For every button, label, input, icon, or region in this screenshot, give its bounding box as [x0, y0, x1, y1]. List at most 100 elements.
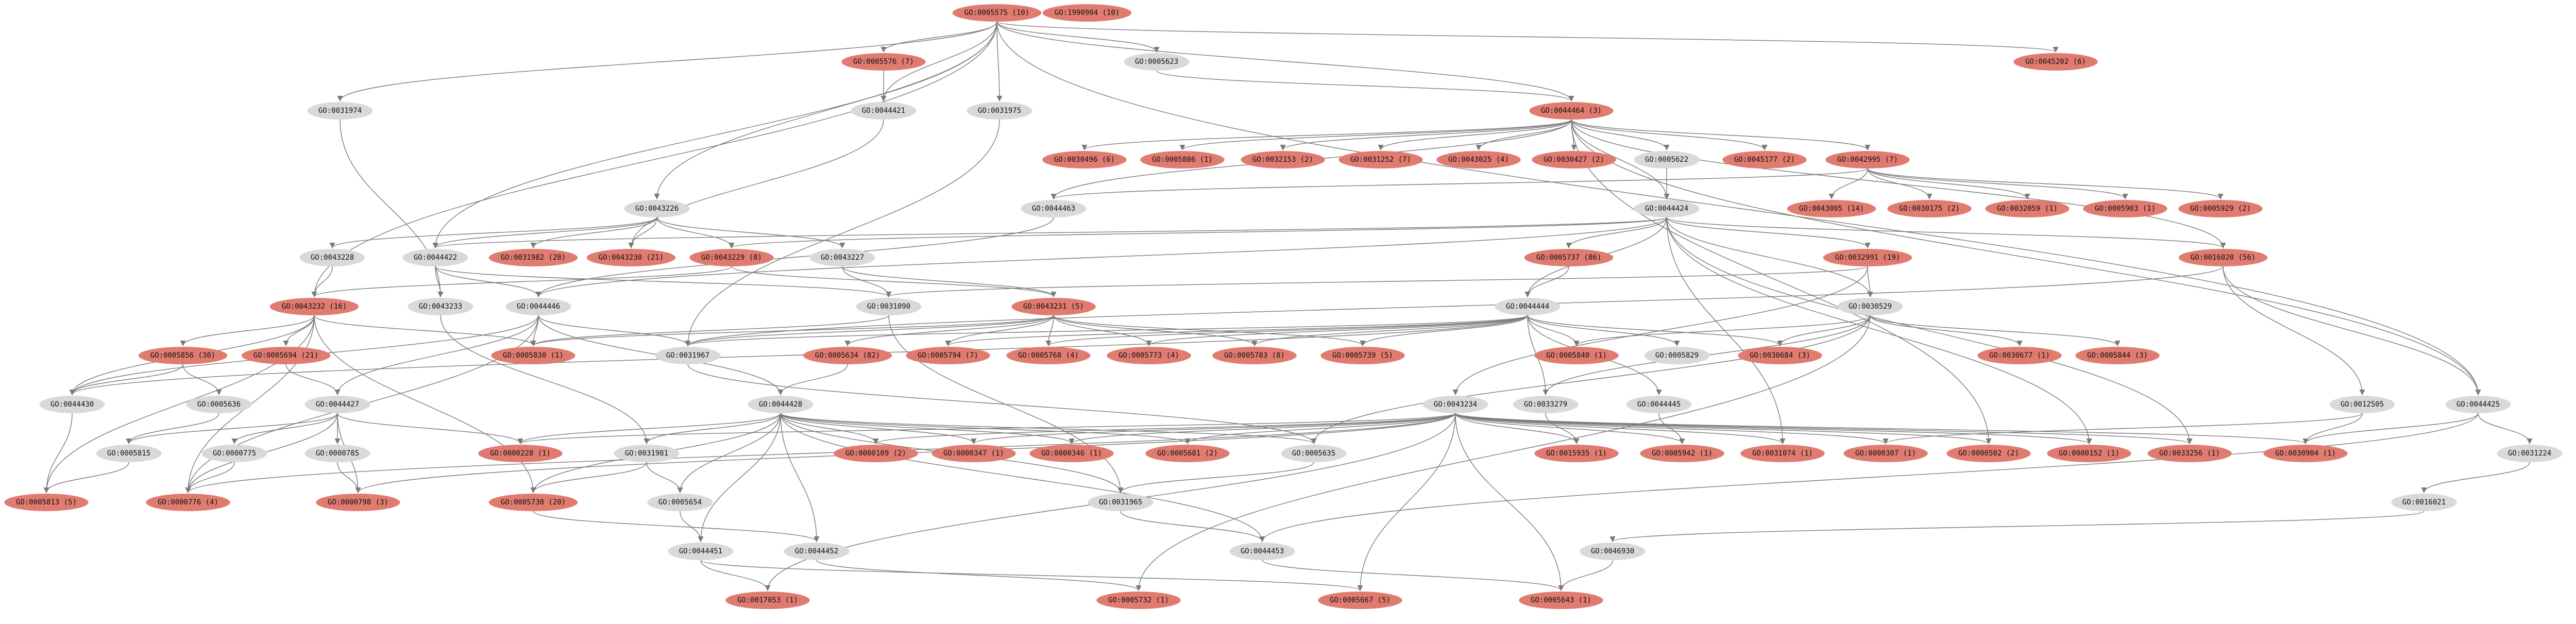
node-label: GO:0033256 (1) — [2159, 449, 2220, 458]
go-term-node: GO:0032153 (2) — [1241, 151, 1325, 168]
node-label: GO:0043229 (8) — [701, 254, 762, 262]
node-shape — [834, 445, 918, 462]
edge — [1117, 462, 1314, 494]
go-term-node: GO:0005813 (5) — [4, 494, 89, 511]
edge — [1259, 413, 2479, 543]
go-term-node: GO:0031975 — [967, 102, 1032, 120]
edge — [231, 413, 338, 445]
node-shape — [1495, 298, 1561, 315]
edge — [1455, 413, 1580, 445]
go-term-node: GO:0043231 (5) — [1011, 298, 1096, 315]
node-label: GO:0043025 (4) — [1448, 156, 1509, 164]
node-shape — [1042, 4, 1132, 22]
go-term-node: GO:0043226 — [624, 200, 690, 217]
node-label: GO:0043230 (21) — [599, 254, 664, 262]
go-term-node: GO:0044425 — [2445, 396, 2511, 413]
node-shape — [1338, 151, 1423, 168]
node-label: GO:0031252 (7) — [1350, 156, 1411, 164]
edge — [1666, 217, 2193, 445]
node-label: GO:0005783 (8) — [1224, 351, 1285, 360]
node-label: GO:0005829 — [1655, 351, 1699, 360]
node-shape — [1740, 445, 1825, 462]
node-label: GO:0005813 (5) — [16, 498, 77, 507]
edge — [530, 315, 1054, 347]
edge — [69, 315, 1528, 396]
edge — [185, 413, 1456, 494]
go-term-node: GO:0005576 (7) — [841, 53, 926, 71]
node-shape — [2263, 445, 2348, 462]
edge — [1666, 217, 2226, 249]
node-label: GO:0016021 — [2402, 498, 2446, 507]
node-shape — [1021, 200, 1087, 217]
node-label: GO:0000775 — [213, 449, 256, 458]
go-term-node: GO:0005830 (1) — [491, 347, 575, 364]
edge — [1571, 119, 2481, 396]
node-label: GO:0044422 — [414, 254, 457, 262]
go-term-node: GO:0043230 (21) — [586, 249, 676, 266]
go-term-node: GO:0044430 — [39, 396, 105, 413]
go-term-node: GO:0005667 (5) — [1318, 592, 1402, 609]
node-label: GO:0032153 (2) — [1252, 156, 1313, 164]
go-term-node: GO:0000798 (3) — [316, 494, 400, 511]
edge — [1280, 119, 1572, 151]
node-shape — [1140, 151, 1225, 168]
go-term-node: GO:0030175 (2) — [1887, 200, 1972, 217]
node-label: GO:0005622 — [1645, 156, 1688, 164]
node-shape — [668, 543, 734, 560]
node-label: GO:0005694 (21) — [253, 351, 318, 360]
node-label: GO:0005929 (2) — [2190, 205, 2251, 213]
go-term-node: GO:0005886 (1) — [1140, 151, 1225, 168]
go-term-node: GO:0031965 — [1088, 494, 1154, 511]
node-shape — [1837, 298, 1903, 315]
edge — [440, 315, 650, 445]
go-term-node: GO:0000109 (2) — [834, 445, 918, 462]
edge — [432, 217, 657, 249]
node-shape — [2047, 445, 2131, 462]
edge — [433, 217, 1667, 249]
edge — [1455, 413, 2309, 445]
go-term-node: GO:0005768 (4) — [1006, 347, 1091, 364]
node-shape — [803, 347, 892, 364]
go-term-node: GO:0000152 (1) — [2047, 445, 2131, 462]
node-label: GO:0043226 — [635, 205, 679, 213]
go-term-node: GO:0005575 (10) — [952, 4, 1042, 22]
node-label: GO:0044463 — [1032, 205, 1075, 213]
go-term-node: GO:0043228 — [299, 249, 365, 266]
node-label: GO:0031965 — [1099, 498, 1142, 507]
node-shape — [748, 396, 814, 413]
go-term-node: GO:0044464 (3) — [1529, 102, 1614, 120]
edge — [1050, 168, 1868, 200]
node-shape — [931, 445, 1016, 462]
edge — [285, 364, 341, 396]
edge — [337, 462, 361, 494]
node-shape — [841, 53, 926, 71]
node-label: GO:0000307 (1) — [1855, 449, 1916, 458]
node-label: GO:0030904 (1) — [2275, 449, 2336, 458]
edge — [1045, 315, 1054, 347]
node-label: GO:0016020 (56) — [2191, 254, 2256, 262]
go-term-node: GO:0031074 (1) — [1740, 445, 1825, 462]
edge — [996, 21, 1003, 102]
node-label: GO:0005844 (3) — [2087, 351, 2148, 360]
node-shape — [488, 249, 578, 266]
edge — [996, 21, 1160, 53]
edge — [945, 315, 1054, 347]
go-term-node: GO:0005903 (1) — [2083, 200, 2167, 217]
node-label: GO:0043232 (16) — [282, 302, 347, 311]
go-term-node: GO:0033279 — [1513, 396, 1579, 413]
edge — [842, 266, 1057, 298]
node-label: GO:0043233 — [419, 302, 462, 311]
edge — [2302, 413, 2363, 445]
edge — [1666, 217, 1873, 298]
edge — [1455, 413, 1564, 592]
node-shape — [586, 249, 676, 266]
go-term-node: GO:0044446 — [505, 298, 571, 315]
edge — [687, 364, 1317, 445]
go-term-node: GO:0005634 (82) — [803, 347, 892, 364]
go-term-node: GO:0005732 (1) — [1096, 592, 1181, 609]
go-term-node: GO:0044451 — [668, 543, 734, 560]
node-shape — [1006, 347, 1091, 364]
node-shape — [906, 347, 990, 364]
edge — [1455, 413, 1786, 445]
